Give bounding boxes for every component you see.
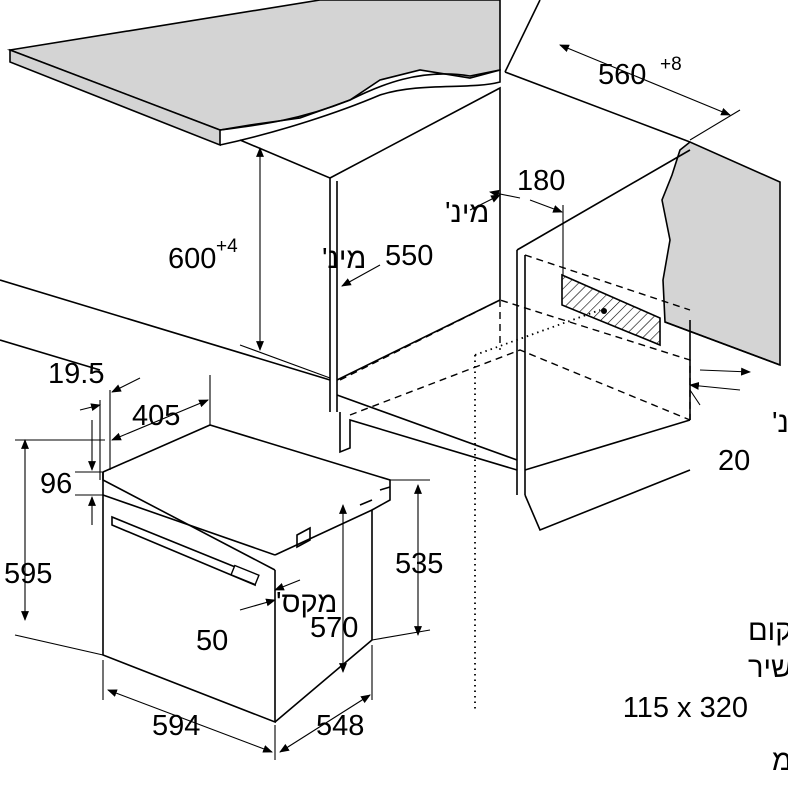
connection-label-line2: לחיבור המכשיר	[748, 652, 788, 684]
dim-niche-width-tol: +8	[660, 54, 682, 75]
dim-oven-offset: 19.5	[48, 358, 104, 390]
dim-niche-width: 560	[598, 59, 646, 91]
dim-oven-height: 595	[4, 558, 52, 590]
dim-rear-gap: 180	[517, 165, 565, 197]
dimension-lines	[14, 44, 751, 760]
left-countertop	[6, 0, 501, 147]
dim-oven-depth: 548	[316, 710, 364, 742]
connection-label-line1: מקום	[748, 615, 788, 647]
dim-bottom-gap-prefix: מינ'	[772, 407, 788, 439]
units-title: מידות במ"מ	[772, 745, 788, 777]
dim-oven-96: 96	[40, 468, 72, 500]
dim-oven-width: 594	[152, 710, 200, 742]
connection-size: 115 x 320	[623, 692, 748, 724]
dim-max-prefix: מקס'	[276, 587, 337, 619]
dim-niche-depth: 550	[385, 240, 433, 272]
connection-box	[561, 205, 661, 347]
oven	[102, 424, 391, 724]
dim-niche-height-prefix: מינ'	[322, 243, 366, 275]
dim-oven-405: 405	[132, 400, 180, 432]
dim-oven-535: 535	[395, 548, 443, 580]
dim-max-value: 50	[196, 625, 228, 657]
dim-niche-height: 600	[168, 243, 216, 275]
cabinet-outline	[0, 86, 781, 710]
dim-oven-570: 570	[310, 612, 358, 644]
dim-niche-height-tol: +4	[216, 236, 238, 257]
dim-bottom-gap: 20	[718, 445, 750, 477]
dim-niche-depth-prefix: מינ'	[445, 197, 489, 229]
